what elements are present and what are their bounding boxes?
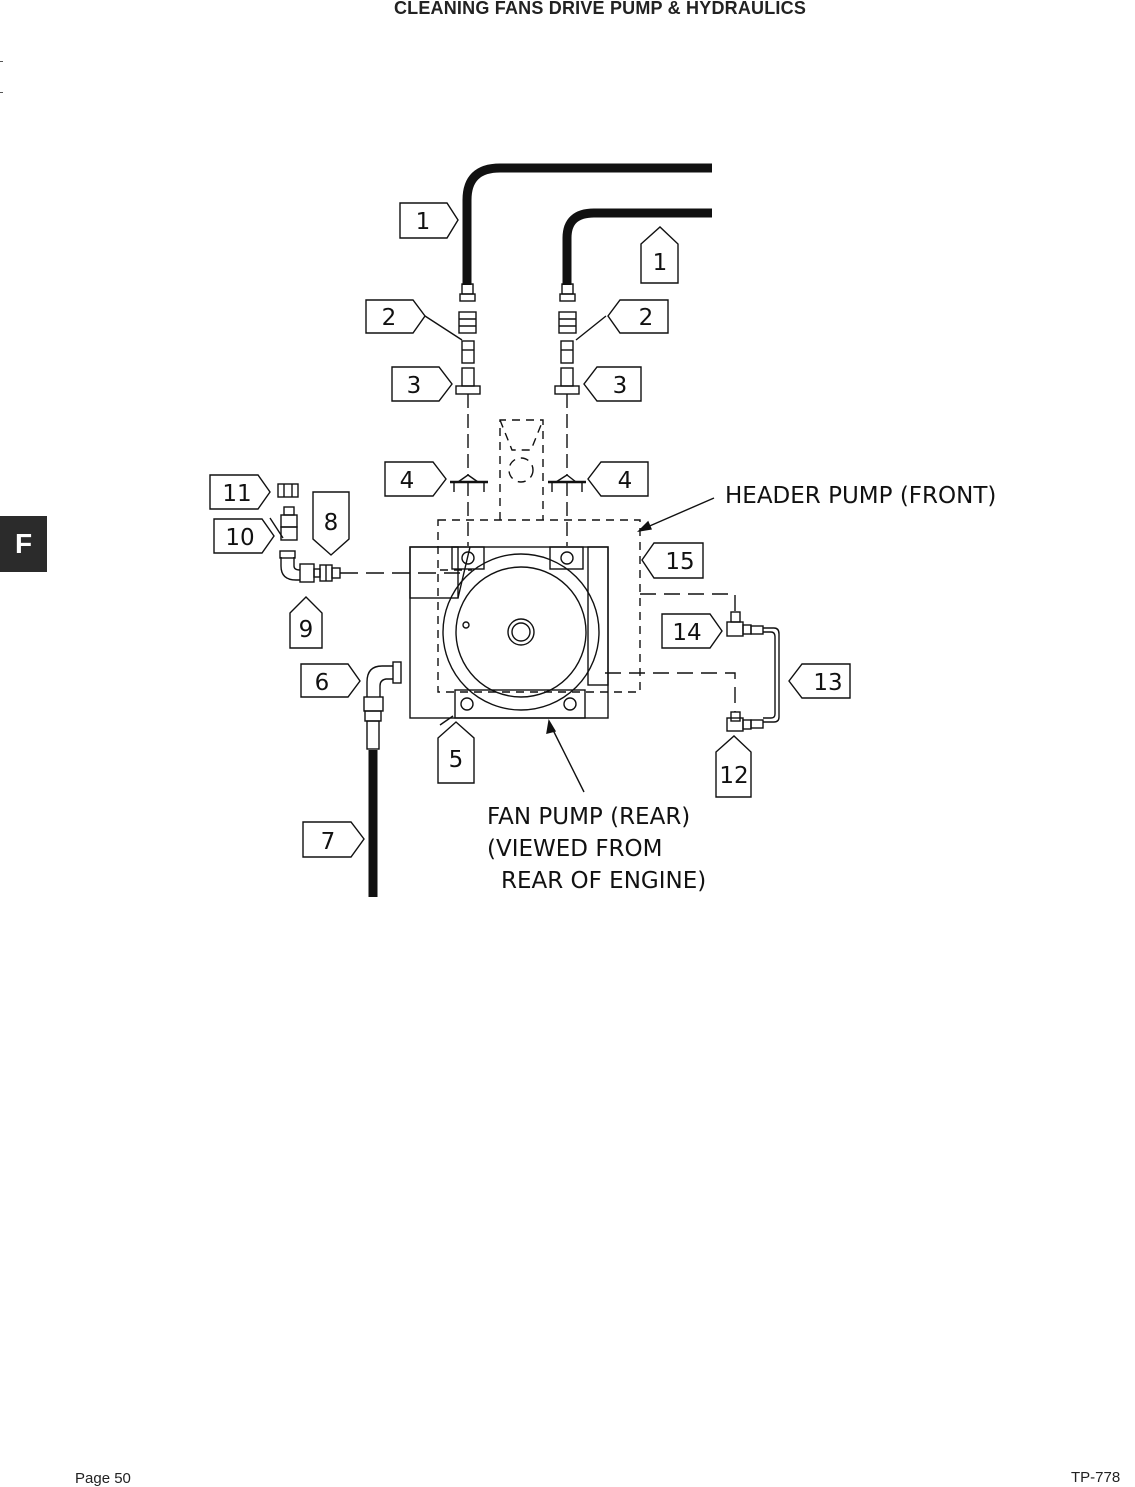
callout-number: 2 <box>382 305 397 331</box>
section-tab[interactable]: F <box>0 516 47 572</box>
callout-1-right <box>640 226 679 284</box>
ferrule-right <box>559 293 576 302</box>
callout-8 <box>312 491 350 556</box>
swivel-nut-right <box>558 311 577 334</box>
adapter-flange-right <box>554 385 580 395</box>
callout-number: 9 <box>299 617 314 643</box>
tee-14 <box>726 611 764 637</box>
callout-number: 3 <box>613 373 628 399</box>
tee-12 <box>726 711 764 732</box>
callout-11 <box>209 474 271 510</box>
callout-number: 10 <box>225 525 254 551</box>
adapter-flange-left <box>455 385 481 395</box>
callout-6 <box>300 663 361 698</box>
callout-number: 13 <box>813 670 842 696</box>
callout-number: 5 <box>449 747 464 773</box>
margin-mark <box>0 61 3 62</box>
callout-10 <box>213 518 275 554</box>
hose-crimp-7 <box>364 710 382 722</box>
callout-4-right <box>587 461 649 497</box>
fan-pump-label-line3: REAR OF ENGINE) <box>501 868 706 894</box>
page-number: Page 50 <box>75 1470 131 1487</box>
fitting-left <box>461 340 475 364</box>
callout-number: 4 <box>618 468 633 494</box>
fan-pump-label-line2: (VIEWED FROM <box>487 836 662 862</box>
callout-15 <box>641 542 704 579</box>
callout-number: 6 <box>315 670 330 696</box>
callout-13 <box>788 663 851 699</box>
callout-number: 15 <box>665 549 694 575</box>
diagram-labels: HEADER PUMP (FRONT) FAN PUMP (REAR) (VIE… <box>487 483 996 894</box>
callout-number: 11 <box>222 481 251 507</box>
fan-pump-body <box>409 546 609 719</box>
hose-left <box>462 163 712 285</box>
hose-crimp-left <box>461 283 474 295</box>
margin-mark <box>0 92 3 93</box>
callout-number: 7 <box>321 829 336 855</box>
swivel-nut-left <box>458 311 477 334</box>
callout-7 <box>302 821 365 858</box>
ferrule-left <box>459 293 476 302</box>
callout-number: 2 <box>639 305 654 331</box>
header-pump-outline <box>437 419 641 693</box>
callout-9 <box>289 596 323 649</box>
cap-11 <box>277 483 299 498</box>
elbow-6 <box>363 661 402 712</box>
callout-5 <box>437 721 475 784</box>
tube-13 <box>763 627 780 723</box>
plug-10 <box>283 506 295 516</box>
hose-right <box>562 208 712 285</box>
pilot-lines <box>605 593 736 712</box>
callout-number: 1 <box>416 209 431 235</box>
callout-12 <box>715 735 752 798</box>
adapter-right <box>560 367 574 387</box>
hose-crimp-right <box>561 283 574 295</box>
callout-2-right <box>607 299 669 334</box>
callout-number: 4 <box>400 468 415 494</box>
callout-number: 14 <box>672 620 701 646</box>
document-number: TP-778 <box>1071 1469 1121 1486</box>
callout-number: 8 <box>324 510 339 536</box>
callout-number: 12 <box>719 763 748 789</box>
elbow-9 <box>280 557 300 581</box>
callout-3-right <box>583 366 642 402</box>
callout-number: 1 <box>653 250 668 276</box>
fan-pump-label-line1: FAN PUMP (REAR) <box>487 804 690 830</box>
fitting-right <box>560 340 574 364</box>
page-title: CLEANING FANS DRIVE PUMP & HYDRAULICS <box>393 0 807 18</box>
callouts <box>209 202 851 858</box>
callout-4-left <box>384 461 447 497</box>
callout-2-left <box>365 299 426 334</box>
callout-1-left <box>399 202 459 239</box>
split-flange-right <box>548 474 586 546</box>
split-flange-left <box>450 474 488 546</box>
header-pump-label: HEADER PUMP (FRONT) <box>725 483 996 509</box>
callout-numbers: 1 2 3 4 11 10 6 7 14 2 3 4 15 13 1 9 5 1… <box>222 209 842 855</box>
callout-3-left <box>391 366 453 402</box>
adapter-left <box>461 367 475 387</box>
callout-14 <box>661 613 723 649</box>
callout-number: 3 <box>407 373 422 399</box>
